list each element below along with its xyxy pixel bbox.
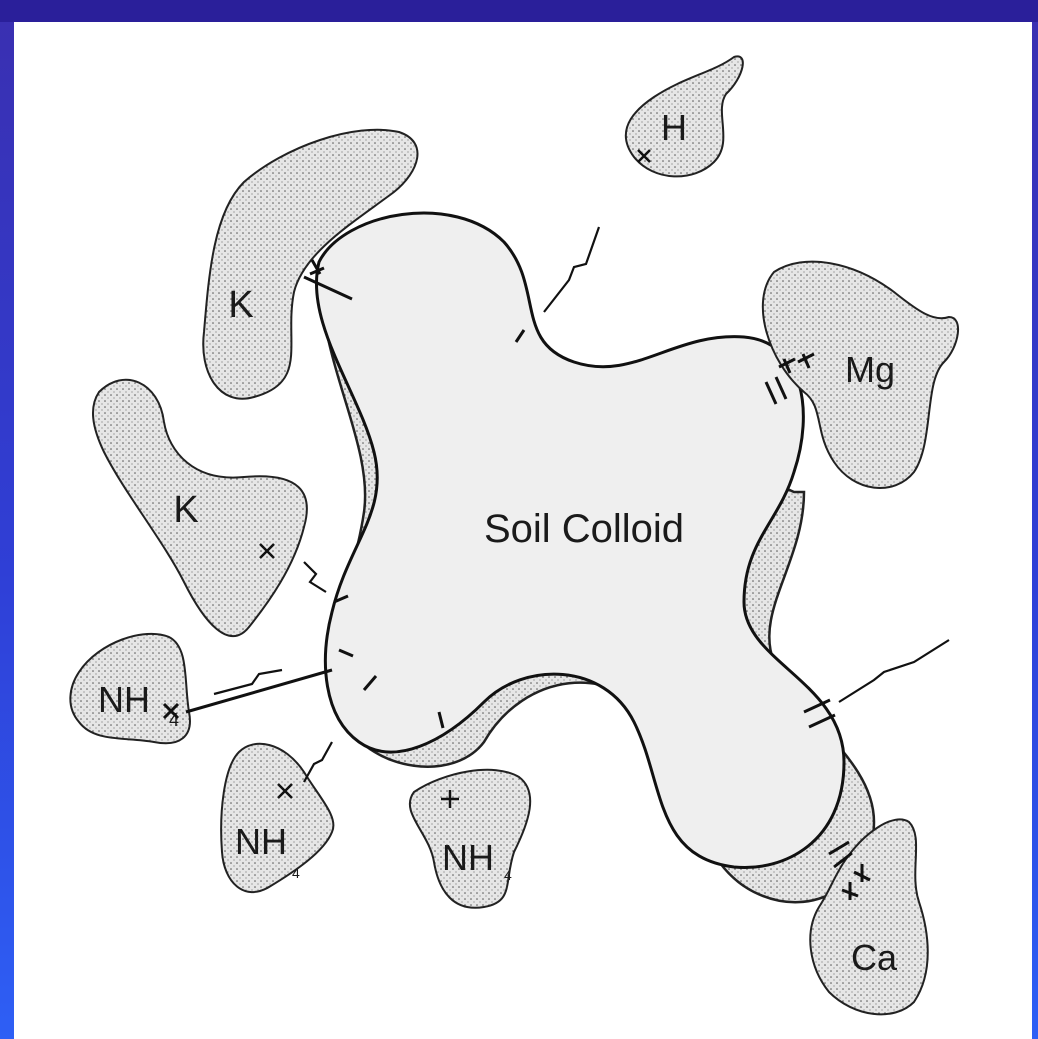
ion-nh4-right-label: NH (442, 837, 494, 878)
ion-nh4-right-sub: 4 (504, 867, 512, 883)
colloid-label: Soil Colloid (484, 507, 684, 551)
ion-nh4-middle-sub: 4 (292, 865, 300, 881)
ion-k-lower: K (93, 380, 307, 636)
slide-content: H K K Mg NH 4 NH 4 NH (14, 22, 1032, 1039)
ion-k-lower-label: K (173, 489, 198, 531)
ion-nh4-left: NH 4 (70, 634, 190, 743)
ion-nh4-left-label: NH (98, 679, 150, 720)
ion-k-upper-label: K (228, 284, 253, 326)
ion-h: H (626, 56, 743, 176)
ion-mg-label: Mg (845, 349, 895, 390)
ion-h-label: H (661, 107, 687, 148)
ion-nh4-middle: NH 4 (221, 744, 333, 892)
ion-ca-label: Ca (851, 937, 898, 978)
ion-nh4-right: NH 4 (410, 770, 530, 908)
top-bar (0, 0, 1038, 22)
soil-colloid-diagram: H K K Mg NH 4 NH 4 NH (14, 22, 1032, 1039)
ion-nh4-middle-label: NH (235, 821, 287, 862)
